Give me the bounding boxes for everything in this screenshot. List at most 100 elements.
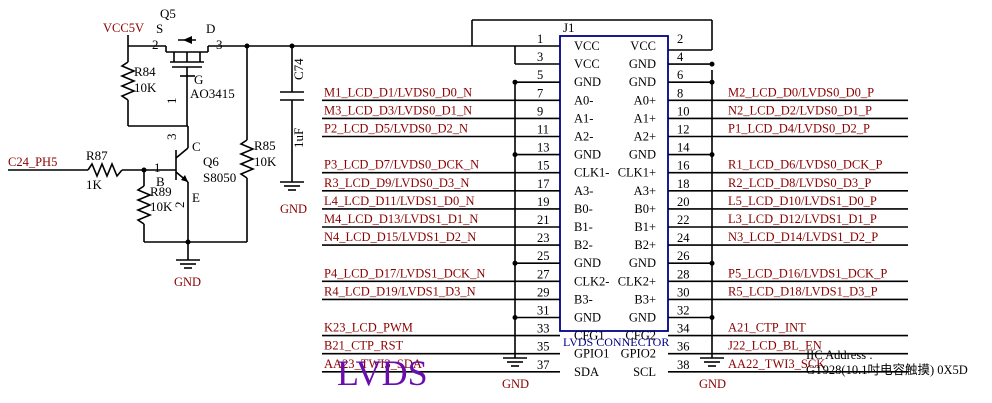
pin-number-left: 3 <box>537 50 543 64</box>
r89-value: 10K <box>150 199 173 214</box>
q5-s-label: S <box>156 21 163 36</box>
pin-number-left: 33 <box>537 322 550 336</box>
pin-name-left: SDA <box>574 365 599 379</box>
pin-name-right: B2+ <box>634 238 656 252</box>
right-gnd-symbol <box>700 357 724 367</box>
q5-pin2: 2 <box>152 37 159 52</box>
pin-name-left: VCC <box>574 57 600 71</box>
r85-value: 10K <box>254 154 277 169</box>
left-gnd-symbol <box>503 357 527 367</box>
q6-pin2: 2 <box>172 202 187 209</box>
r89-resistor <box>135 185 153 225</box>
pin-name-right: GPIO2 <box>621 347 656 361</box>
right-gnd-label: GND <box>699 377 726 391</box>
pin-name-right: GND <box>629 148 656 162</box>
pin-number-right: 10 <box>677 104 690 118</box>
pin-number-left: 5 <box>537 68 543 82</box>
pin-name-right: CLK2+ <box>618 274 656 288</box>
pin-number-right: 38 <box>677 358 690 372</box>
pin-number-right: 22 <box>677 213 690 227</box>
net-label-left: L4_LCD_D11/LVDS1_D0_N <box>324 194 474 208</box>
j1-body <box>559 35 669 332</box>
pin-number-right: 6 <box>677 68 683 82</box>
r87-resistor <box>87 161 123 179</box>
q5-value: AO3415 <box>190 86 235 101</box>
net-label-left: P2_LCD_D5/LVDS0_D2_N <box>324 122 468 136</box>
q6-b-label: B <box>156 174 165 189</box>
pin-number-left: 31 <box>537 304 550 318</box>
net-label-left: N4_LCD_D15/LVDS1_D2_N <box>324 230 476 244</box>
left-gnd-label: GND <box>502 377 529 391</box>
pin-name-left: GND <box>574 148 601 162</box>
pin-name-left: B2- <box>574 238 593 252</box>
q5-ref: Q5 <box>160 6 176 21</box>
net-label-right: A21_CTP_INT <box>728 321 806 335</box>
net-label-right: AA22_TWI3_SCK <box>728 357 825 371</box>
c74-value: 1uF <box>291 128 306 148</box>
pin-name-left: A2- <box>574 130 593 144</box>
r84-value: 10K <box>134 80 157 95</box>
pin-number-right: 36 <box>677 340 690 354</box>
pin-number-right: 16 <box>677 159 690 173</box>
pin-name-right: B3+ <box>634 292 656 306</box>
pin-name-right: CFG2 <box>625 329 656 343</box>
net-label-left: P3_LCD_D7/LVDS0_DCK_N <box>324 158 479 172</box>
pin-name-right: A3+ <box>634 184 656 198</box>
q6-npn-symbol <box>175 147 189 183</box>
q6-e-label: E <box>192 190 200 205</box>
pin-number-right: 24 <box>677 231 690 245</box>
net-label-left: B21_CTP_RST <box>324 339 404 353</box>
q6-pin1: 1 <box>154 160 161 175</box>
net-label-left: M3_LCD_D3/LVDS0_D1_N <box>324 103 472 117</box>
q5-g-label: G <box>194 72 203 87</box>
pin-name-left: A0- <box>574 93 593 107</box>
iic-address-value: GT928(10.1吋电容触摸) 0X5D <box>806 362 968 377</box>
pin-number-left: 29 <box>537 285 550 299</box>
pin-name-left: CFG1 <box>574 329 605 343</box>
pin-number-right: 26 <box>677 249 690 263</box>
pin-number-left: 35 <box>537 340 550 354</box>
pin-number-left: 17 <box>537 177 550 191</box>
pin-name-left: A1- <box>574 111 593 125</box>
pin-number-right: 32 <box>677 304 690 318</box>
q5-d-label: D <box>206 21 215 36</box>
q6-value: S8050 <box>203 170 236 185</box>
q5-pin1: 1 <box>164 98 179 105</box>
pin-name-left: B0- <box>574 202 593 216</box>
pin-name-right: GND <box>629 311 656 325</box>
q6-c-label: C <box>192 139 201 154</box>
c74-ref: C74 <box>291 58 306 80</box>
pin-number-left: 11 <box>537 123 549 137</box>
vcc5v-label: VCC5V <box>103 21 144 35</box>
net-label-right: M2_LCD_D0/LVDS0_D0_P <box>728 85 874 99</box>
pin-number-left: 9 <box>537 104 543 118</box>
pin-name-right: B1+ <box>634 220 656 234</box>
pin-name-right: GND <box>629 75 656 89</box>
pin-number-left: 25 <box>537 249 550 263</box>
pin-name-left: B3- <box>574 292 593 306</box>
pin-name-right: A0+ <box>634 93 656 107</box>
net-label-right: R2_LCD_D8/LVDS0_D3_P <box>728 176 871 190</box>
pin-number-left: 13 <box>537 141 550 155</box>
pin-name-left: VCC <box>574 39 600 53</box>
pin-name-left: B1- <box>574 220 593 234</box>
pin-number-left: 37 <box>537 358 550 372</box>
pin-name-left: CLK2- <box>574 274 609 288</box>
net-label-right: R1_LCD_D6/LVDS0_DCK_P <box>728 158 882 172</box>
q5-mosfet-symbol <box>165 36 209 126</box>
pin-name-left: GND <box>574 256 601 270</box>
net-label-left: M1_LCD_D1/LVDS0_D0_N <box>324 85 472 99</box>
pin-name-right: GND <box>629 57 656 71</box>
net-label-right: J22_LCD_BL_EN <box>728 339 822 353</box>
gnd-junction-right <box>709 61 715 67</box>
pin-name-left: CLK1- <box>574 166 609 180</box>
q6-gnd-symbol <box>176 259 200 269</box>
pin-name-left: GPIO1 <box>574 347 609 361</box>
pin-name-right: CLK1+ <box>618 166 656 180</box>
r89-ref: R89 <box>150 184 172 199</box>
pin-number-left: 19 <box>537 195 550 209</box>
c74-gnd-label: GND <box>280 202 307 216</box>
r87-value: 1K <box>86 177 103 192</box>
